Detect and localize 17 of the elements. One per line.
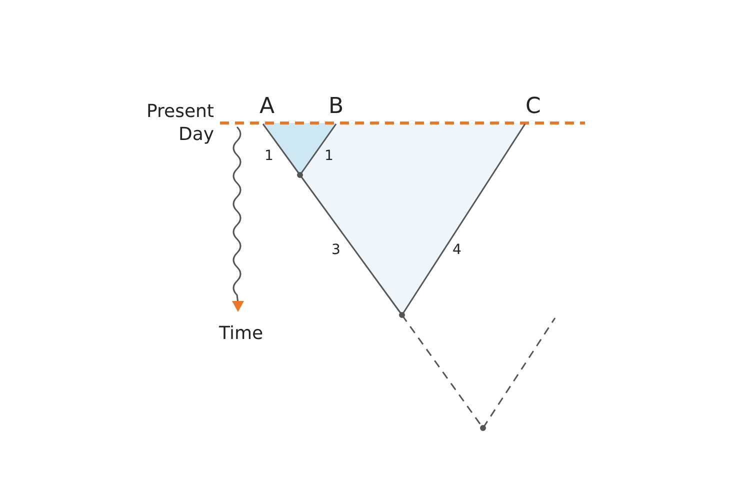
branch-line	[262, 124, 301, 176]
taxon-label: A	[260, 96, 275, 118]
branch-line	[299, 124, 337, 176]
branch-length-label: 1	[264, 149, 274, 163]
branch-point	[480, 425, 486, 431]
taxon-label: C	[526, 96, 541, 118]
branch-length-label: 4	[452, 243, 462, 257]
branch-line	[299, 174, 403, 316]
time-label: Time	[219, 322, 264, 345]
branch-length-label: 3	[332, 243, 340, 257]
taxon-label: B	[328, 96, 344, 118]
branch-line	[401, 124, 526, 316]
branch-point	[399, 312, 405, 318]
dashed-branch-line	[482, 318, 556, 428]
branch-point	[297, 172, 303, 178]
present-day-label: Present Day	[145, 100, 214, 146]
branch-length-label: 1	[324, 149, 334, 163]
